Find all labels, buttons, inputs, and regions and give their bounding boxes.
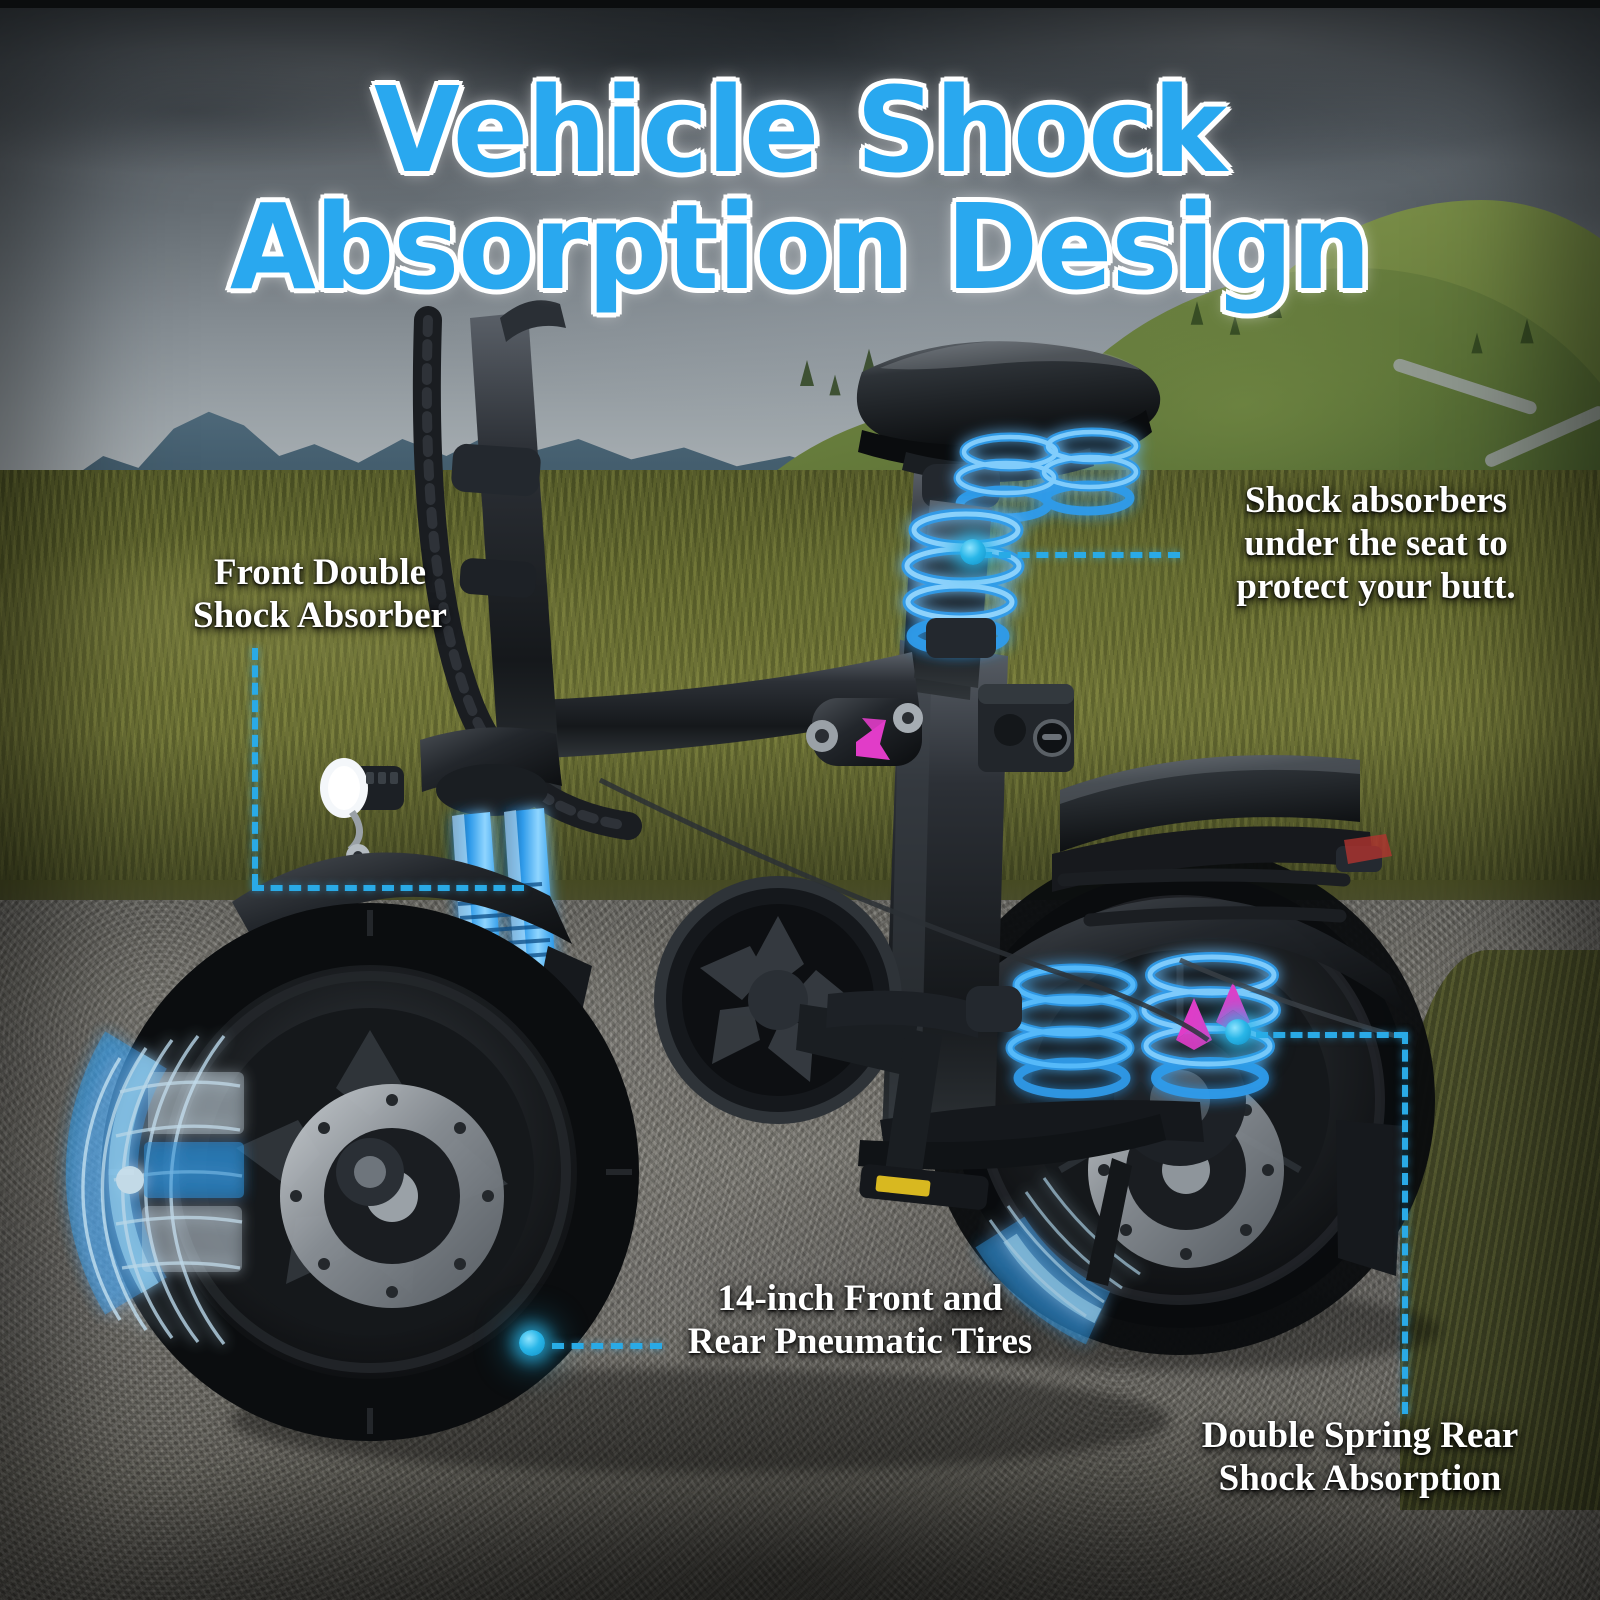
marker-dot-rear-shock xyxy=(1225,1019,1251,1045)
pedal xyxy=(859,1164,989,1210)
callout-front-shock-line-1: Front Double xyxy=(213,552,427,593)
callout-front-shock-line-2: Shock Absorber xyxy=(193,594,447,636)
callout-rear-shock: Double Spring Rear Shock Absorption xyxy=(1140,1415,1580,1501)
front-wheel xyxy=(101,903,639,1441)
marker-dot-tires xyxy=(519,1330,545,1356)
title-line-2: Absorption Design xyxy=(229,177,1371,316)
page-title: Vehicle Shock Absorption Design xyxy=(48,61,1552,316)
callout-tires-line-2: Rear Pneumatic Tires xyxy=(687,1320,1033,1362)
callout-seat-shock-line-3: protect your butt. xyxy=(1236,565,1516,607)
front-tire-glow xyxy=(65,1031,244,1346)
rear-wheel xyxy=(925,845,1435,1355)
headlight xyxy=(320,758,404,868)
roadside-grass-right xyxy=(1400,950,1600,1510)
callout-tires-line-1: 14-inch Front and xyxy=(717,1278,1003,1319)
callout-seat-shock-line-1: Shock absorbers xyxy=(1244,480,1508,521)
brand-arrow-icon xyxy=(856,718,890,760)
rear-tire-glow xyxy=(975,1177,1141,1345)
frame-folding-hinge xyxy=(806,698,923,766)
title-line-1: Vehicle Shock xyxy=(374,61,1227,199)
rear-brand-arrow-icons xyxy=(1176,982,1250,1050)
seat-spring-glow xyxy=(953,427,1141,523)
battery-pack xyxy=(978,684,1074,772)
rear-passenger-seat xyxy=(1052,755,1392,892)
callout-seat-shock: Shock absorbers under the seat to protec… xyxy=(1176,480,1576,609)
handlebar-stem xyxy=(412,300,642,840)
callout-front-shock: Front Double Shock Absorber xyxy=(110,552,530,638)
callout-seat-shock-line-2: under the seat to xyxy=(1244,522,1508,564)
front-fender xyxy=(232,852,572,952)
rear-rack xyxy=(1057,868,1351,927)
callout-tires: 14-inch Front and Rear Pneumatic Tires xyxy=(660,1278,1060,1364)
pedal-crank-assembly xyxy=(654,876,1022,1210)
marker-dot-seat-shock xyxy=(960,539,986,565)
callout-rear-shock-line-2: Shock Absorption xyxy=(1218,1457,1502,1499)
callout-rear-shock-line-1: Double Spring Rear xyxy=(1201,1415,1519,1456)
top-letterbox-bar xyxy=(0,0,1600,8)
